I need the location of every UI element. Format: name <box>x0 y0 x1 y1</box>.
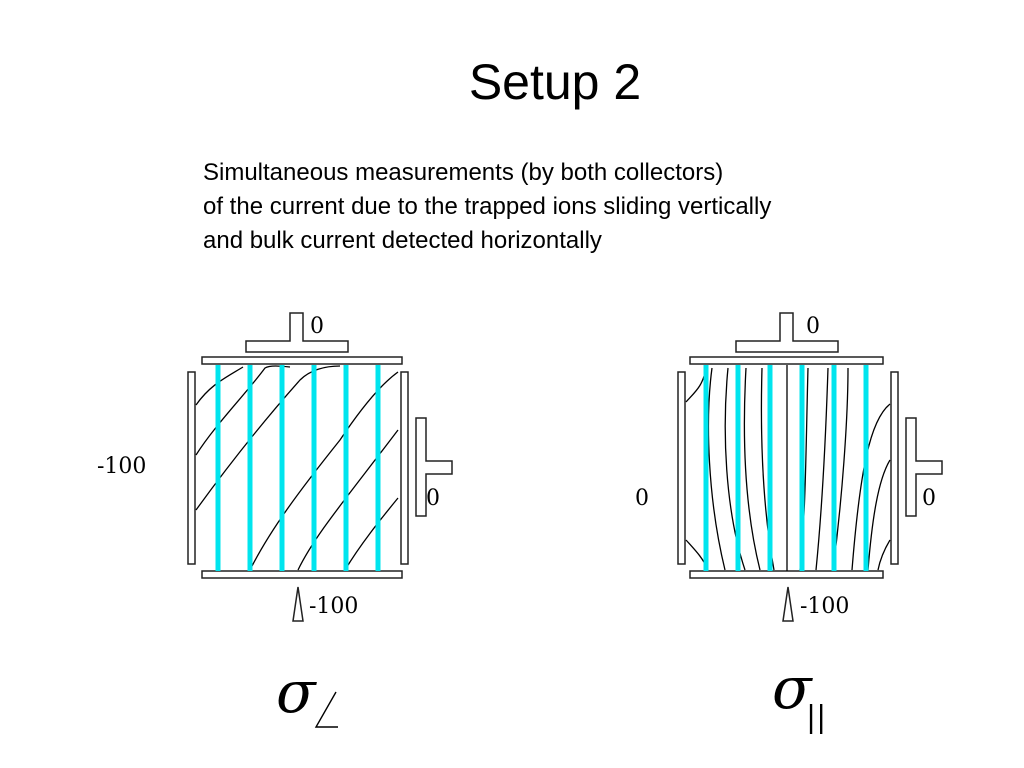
bottom-probe <box>292 586 304 622</box>
diagram-sigma-parallel: 0 0 0 -100 σ || <box>635 312 943 735</box>
right-label: 0 <box>922 486 936 511</box>
bottom-plate <box>201 570 403 579</box>
top-collector <box>735 312 839 353</box>
left-label: -100 <box>97 454 146 479</box>
equipotential-lines <box>685 365 891 571</box>
description-line-1: Simultaneous measurements (by both colle… <box>203 159 724 186</box>
description-line-3: and bulk current detected horizontally <box>203 227 602 254</box>
right-collector <box>905 417 943 517</box>
description: Simultaneous measurements (by both colle… <box>203 156 771 258</box>
left-label: 0 <box>635 486 649 511</box>
current-lines <box>215 365 381 571</box>
bottom-label: -100 <box>309 594 358 619</box>
right-label: 0 <box>426 486 440 511</box>
diagram-sigma-angle: 0 -100 0 -100 σ <box>97 312 453 728</box>
right-collector <box>415 417 453 517</box>
top-label: 0 <box>806 314 820 339</box>
parallel-subscript-icon: || <box>806 700 826 735</box>
top-collector <box>245 312 349 353</box>
sigma-symbol: σ <box>276 658 317 726</box>
right-electrode <box>400 371 409 565</box>
sigma-symbol: σ <box>772 654 813 722</box>
left-electrode <box>677 371 686 565</box>
left-electrode <box>187 371 196 565</box>
top-plate <box>201 356 403 365</box>
bottom-plate <box>689 570 884 579</box>
current-lines <box>703 365 869 571</box>
description-line-2: of the current due to the trapped ions s… <box>203 193 772 220</box>
top-label: 0 <box>310 314 324 339</box>
angle-subscript-icon <box>314 691 338 728</box>
right-electrode <box>890 371 899 565</box>
bottom-probe <box>782 586 794 622</box>
top-plate <box>689 356 884 365</box>
equipotential-lines <box>195 365 399 571</box>
slide-title: Setup 2 <box>468 54 642 110</box>
bottom-label: -100 <box>800 594 849 619</box>
